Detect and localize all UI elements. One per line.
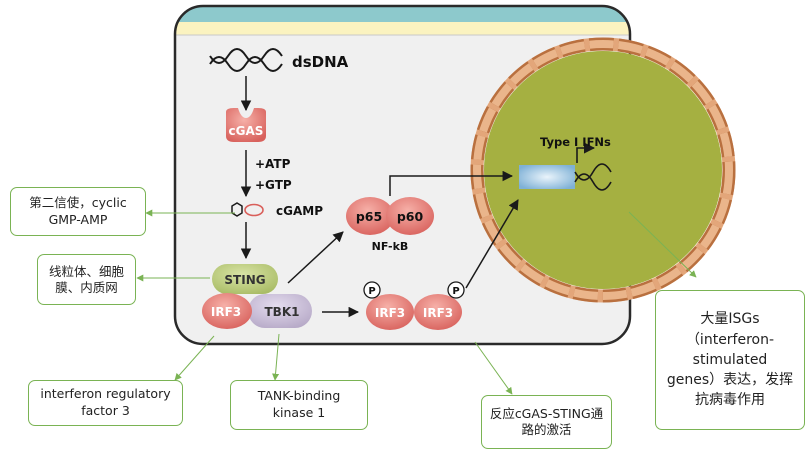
- cgamp-label: cGAMP: [276, 204, 323, 218]
- phospho-label-2: P: [452, 286, 459, 297]
- p65-node: [346, 197, 394, 235]
- callout-isgs: 大量ISGs（interferon-stimulated genes）表达，发挥…: [655, 290, 805, 430]
- sting-label: STING: [224, 273, 265, 287]
- irf3-phospho-2-label: IRF3: [423, 306, 453, 320]
- p60-node: [386, 197, 434, 235]
- transcription-start-arrow: [576, 142, 596, 163]
- callout-organelles: 线粒体、细胞膜、内质网: [37, 254, 136, 305]
- dsdna-label: dsDNA: [292, 53, 349, 71]
- phospho-badge-1: [363, 281, 381, 299]
- callout-activation: 反应cGAS-STING通路的激活: [481, 395, 612, 449]
- tbk1-node: [248, 294, 312, 328]
- irf3-phospho-1-node: [366, 294, 414, 330]
- callout-tbk1: TANK-binding kinase 1: [230, 380, 368, 430]
- p60-label: p60: [397, 209, 424, 224]
- callout-irf3: interferon regulatory factor 3: [28, 380, 183, 426]
- cell-membrane-inner-band: [175, 22, 630, 35]
- ifn-gene-dna: [574, 163, 612, 191]
- phospho-badge-2: [447, 281, 465, 299]
- irf3-phospho-2-node: [414, 294, 462, 330]
- ifn-gene-box: [519, 165, 575, 189]
- p65-label: p65: [356, 209, 382, 224]
- connector-tbk1: [272, 333, 280, 381]
- dsdna-helix: [209, 48, 283, 72]
- phospho-label-1: P: [368, 286, 375, 297]
- callout-second-messenger: 第二信使，cyclic GMP-AMP: [10, 187, 146, 236]
- irf3-phospho-1-label: IRF3: [375, 306, 405, 320]
- callout-irf3-text: interferon regulatory factor 3: [40, 386, 171, 418]
- connector-irf3: [174, 335, 215, 381]
- arrow-nfkb-gene: [389, 170, 514, 196]
- arrow-sting-nfkb: [287, 231, 344, 284]
- irf3-node: [202, 293, 252, 329]
- callout-second-messenger-text: 第二信使，cyclic GMP-AMP: [29, 194, 127, 227]
- sting-node: [212, 264, 278, 294]
- callout-activation-text: 反应cGAS-STING通路的激活: [489, 406, 604, 437]
- gtp-label: +GTP: [255, 178, 292, 192]
- connector-isgs: [628, 211, 697, 278]
- callout-tbk1-text: TANK-binding kinase 1: [257, 388, 341, 420]
- cgas-label: cGAS: [229, 124, 264, 138]
- callout-isgs-text: 大量ISGs（interferon-stimulated genes）表达，发挥…: [666, 311, 794, 409]
- nfkb-label: NF-kB: [372, 240, 409, 253]
- callout-organelles-text: 线粒体、细胞膜、内质网: [48, 263, 124, 295]
- nucleus: [470, 37, 736, 303]
- type-ifn-label: Type I IFNs: [540, 135, 611, 149]
- connector-activation: [474, 341, 513, 395]
- irf3-label: IRF3: [211, 305, 241, 319]
- arrow-irf3-gene: [465, 199, 519, 289]
- cell-membrane-band: [175, 6, 630, 22]
- tbk1-label: TBK1: [265, 305, 300, 319]
- cgas-node: [226, 108, 266, 142]
- atp-label: +ATP: [255, 157, 291, 171]
